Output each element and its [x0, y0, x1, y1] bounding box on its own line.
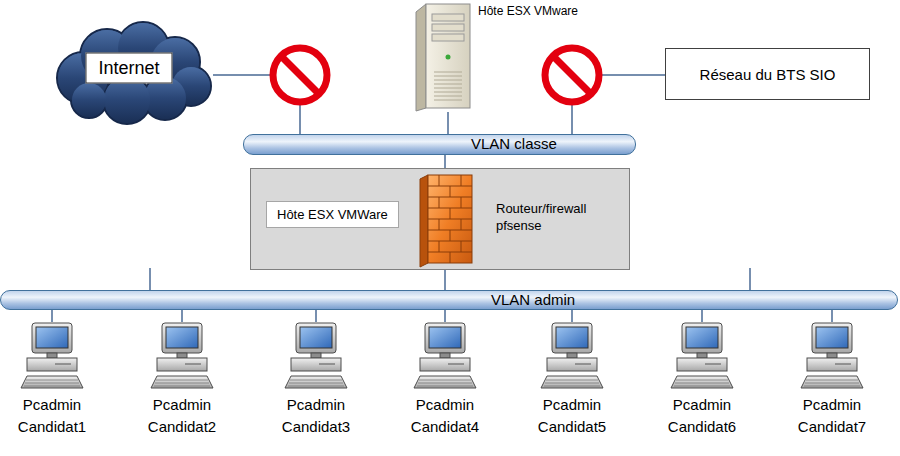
network-link [447, 112, 449, 134]
firewall-label: Routeur/firewall pfsense [496, 200, 614, 234]
esx-host-box: Hôte ESX VMWare Routeur/firewall pfsense [250, 168, 630, 270]
network-link [571, 310, 573, 322]
pc-label: Pcadmin Candidat5 [527, 394, 617, 438]
network-link [444, 267, 446, 290]
vlan-band: VLAN classe [243, 134, 636, 155]
network-link [444, 310, 446, 322]
network-link [51, 310, 53, 322]
esx-server: Hôte ESX VMware [412, 2, 582, 112]
pc-label: Pcadmin Candidat1 [7, 394, 97, 438]
network-link [831, 310, 833, 322]
admin-pc: Pcadmin Candidat7 [787, 322, 877, 444]
pc-label: Pcadmin Candidat7 [787, 394, 877, 438]
firewall: Routeur/firewall pfsense [416, 173, 621, 267]
admin-pc: Pcadmin Candidat4 [400, 322, 490, 444]
network-link [701, 310, 703, 322]
vlan-band: VLAN admin [0, 290, 898, 310]
firewall-icon [416, 173, 476, 267]
network-link [315, 310, 317, 322]
pc-label: Pcadmin Candidat3 [271, 394, 361, 438]
forbidden-sign [545, 48, 599, 102]
vlan-label: VLAN admin [491, 291, 575, 309]
admin-pc: Pcadmin Candidat3 [271, 322, 361, 444]
forbidden-sign [273, 48, 327, 102]
vlan-stub [150, 268, 750, 290]
network-link [181, 310, 183, 322]
network-box: Réseau du BTS SIO [665, 48, 870, 100]
pc-label: Pcadmin Candidat2 [137, 394, 227, 438]
network-label: Réseau du BTS SIO [690, 66, 846, 83]
pc-label: Pcadmin Candidat6 [657, 394, 747, 438]
admin-pc: Pcadmin Candidat5 [527, 322, 617, 444]
vlan-label: VLAN classe [471, 135, 557, 153]
admin-pc: Pcadmin Candidat1 [7, 322, 97, 444]
internet-cloud: Internet [45, 20, 213, 120]
admin-pc: Pcadmin Candidat2 [137, 322, 227, 444]
pc-label: Pcadmin Candidat4 [400, 394, 490, 438]
server-icon [412, 2, 582, 112]
admin-pc: Pcadmin Candidat6 [657, 322, 747, 444]
host-label: Hôte ESX VMWare [266, 201, 399, 228]
server-label: Hôte ESX VMware [478, 4, 578, 18]
cloud-label: Internet [85, 53, 172, 84]
